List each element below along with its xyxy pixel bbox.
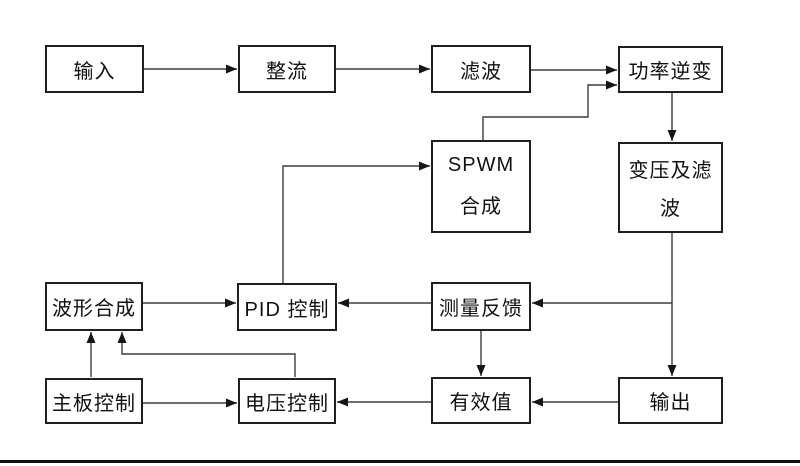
node-pid-control-label: PID 控制 [244,298,330,321]
node-transform-filter-label-line2: 波 [660,198,681,221]
node-input-label: 输入 [73,60,116,83]
edge-spwm-power-inverter [482,80,617,140]
node-filter: 滤波 [431,45,531,93]
node-measure-feedback: 测量反馈 [431,282,531,331]
node-spwm-label-line2: 合成 [460,195,502,218]
node-transform-filter-label-line1: 变压及滤 [628,159,713,182]
node-mainboard-control-label: 主板控制 [52,392,136,415]
node-pid-control: PID 控制 [237,283,337,331]
node-mainboard-control: 主板控制 [45,378,143,424]
node-rectify-label: 整流 [266,60,308,83]
node-rms-value: 有效值 [431,377,531,424]
node-waveform-synthesis: 波形合成 [45,282,143,331]
node-rms-value-label: 有效值 [449,392,513,414]
node-input: 输入 [45,45,144,93]
node-power-inverter: 功率逆变 [618,46,723,93]
node-output-label: 输出 [649,392,692,414]
node-output: 输出 [618,377,723,424]
node-transform-filter: 变压及滤 波 [618,142,723,233]
node-spwm-label-line1: SPWM [447,154,515,177]
node-filter-label: 滤波 [460,60,502,83]
node-measure-feedback-label: 测量反馈 [439,298,523,320]
node-rectify: 整流 [238,45,336,93]
node-power-inverter-label: 功率逆变 [628,61,713,83]
edge-pid-control-spwm [282,161,430,283]
node-voltage-control-label: 电压控制 [245,392,329,415]
node-voltage-control: 电压控制 [238,378,336,424]
bottom-rule [0,460,800,463]
node-waveform-synthesis-label: 波形合成 [52,298,136,320]
node-spwm: SPWM 合成 [431,140,531,233]
edge-voltage-control-waveform-synthesis [117,332,296,377]
